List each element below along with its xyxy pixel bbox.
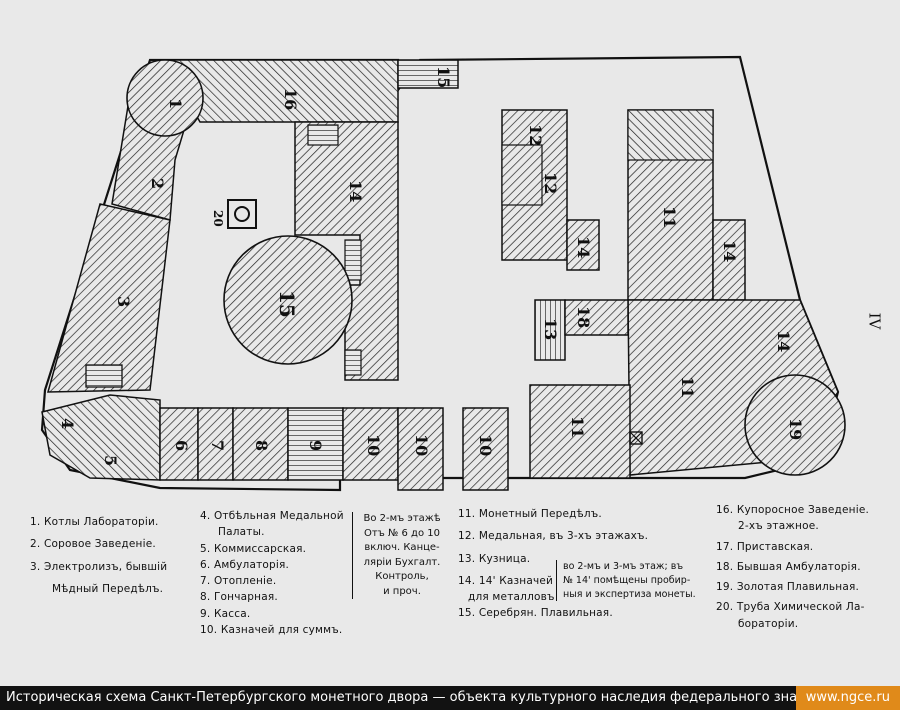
legend-item-5: 5. Коммиссарская.: [200, 542, 307, 555]
legend-item-13: 13. Кузница.: [458, 552, 531, 565]
room-8: [232, 407, 289, 481]
label-3: 3: [114, 296, 133, 307]
label-4: 4: [58, 418, 77, 429]
legend-item-7: 7. Отопленіе.: [200, 575, 277, 588]
brace1-line-6: и проч.: [383, 585, 421, 597]
caption-bar: Историческая схема Санкт-Петербургского …: [0, 686, 900, 710]
legend-item-1: 1. Котлы Лабораторіи.: [30, 516, 159, 528]
room-labels: 1 16 15 2 3 20 14 15 4 5 6 7 8 9 10 10 1…: [58, 66, 805, 466]
room-10b: [397, 407, 444, 491]
room-14-ne: [712, 219, 746, 301]
brace1-line-4: ляріи Бухгалт.: [363, 556, 441, 568]
room-15-north: [397, 59, 459, 89]
label-15: 15: [275, 290, 299, 318]
stair-central-3: [344, 349, 362, 376]
legend-col1: 1. Котлы Лабораторіи. 2. Соровое Заведен…: [30, 514, 167, 597]
brace1-line-3: включ. Канце-: [364, 542, 440, 553]
mint-floor-plan: 1 16 15 2 3 20 14 15 4 5 6 7 8 9 10 10 1…: [40, 55, 846, 492]
legend-item-20-cont: бораторіи.: [738, 617, 799, 630]
legend-item-4-cont: Палаты.: [218, 526, 265, 539]
brace2-line-2: № 14' помѣщены пробир-: [563, 574, 691, 586]
label-13: 13: [541, 318, 560, 340]
legend-col2: 4. Отбѣльная Медальной Палаты. 5. Коммис…: [200, 508, 344, 638]
label-14b: 14: [574, 236, 593, 258]
stair-central: [307, 124, 339, 146]
label-5: 5: [101, 455, 120, 466]
brace2-line-3: ныя и экспертиза монеты.: [563, 588, 696, 600]
room-1: [126, 59, 204, 137]
room-3: [47, 203, 171, 393]
legend-item-6: 6. Амбулаторія.: [200, 558, 290, 571]
legend-item-9: 9. Касса.: [200, 607, 251, 620]
room-10c: [462, 407, 509, 491]
legend-item-14: 14. 14' Казначей: [458, 574, 554, 587]
room-18: [564, 299, 629, 336]
legend-item-17: 17. Приставская.: [716, 540, 814, 553]
label-9: 9: [306, 440, 325, 451]
legend-item-3: 3. Электролизъ, бывшій: [30, 560, 168, 573]
legend-item-16: 16. Купоросное Заведеніе.: [716, 504, 870, 516]
label-1: 1: [166, 98, 185, 109]
hearth-marker-x2: [629, 431, 643, 445]
label-6: 6: [172, 440, 191, 451]
chimney-20-flue: [234, 206, 250, 222]
room-13: [534, 299, 566, 361]
legend-col3: 11. Монетный Передѣлъ. 12. Медальная, въ…: [458, 506, 648, 622]
brace2-line-1: во 2-мъ и 3-мъ этаж; въ: [563, 561, 684, 572]
legend-item-3-cont: Мѣдный Передѣлъ.: [52, 582, 164, 595]
page-number: IV: [865, 312, 884, 330]
room-4-5: [41, 394, 161, 481]
legend-item-12: 12. Медальная, въ 3-хъ этажахъ.: [458, 530, 649, 543]
label-20: 20: [211, 210, 225, 227]
label-14d: 14: [774, 330, 793, 352]
legend-item-2: 2. Соровое Заведеніе.: [30, 538, 156, 551]
label-18: 18: [574, 306, 593, 328]
label-8: 8: [252, 440, 271, 451]
legend-item-20: 20. Труба Химической Ла-: [716, 601, 865, 614]
label-19: 19: [786, 418, 805, 440]
legend-item-16-cont: 2-хъ этажное.: [738, 520, 819, 533]
legend-item-11: 11. Монетный Передѣлъ.: [458, 508, 602, 520]
label-10a: 10: [364, 434, 383, 456]
label-12b: 12: [541, 172, 560, 194]
label-16: 16: [281, 88, 300, 110]
legend-item-8: 8. Гончарная.: [200, 591, 278, 604]
legend-item-4: 4. Отбѣльная Медальной: [200, 510, 344, 522]
legend-item-10: 10. Казначей для суммъ.: [200, 623, 343, 636]
stair-west: [85, 364, 123, 388]
chimney-20: [227, 199, 257, 229]
legend-brace-note-1: Во 2-мъ этажѣ Отъ № 6 до 10 включ. Канце…: [352, 512, 443, 599]
brace1-line-5: Контроль,: [375, 571, 429, 582]
legend-item-14-cont: для металловъ: [468, 591, 555, 604]
room-14-east: [566, 219, 600, 271]
label-10c: 10: [476, 434, 495, 456]
label-11b: 11: [678, 376, 697, 398]
label-12a: 12: [526, 124, 545, 146]
site-link[interactable]: www.ngce.ru: [795, 686, 900, 710]
legend-col4: 16. Купоросное Заведеніе. 2-хъ этажное. …: [716, 502, 869, 632]
room-11-south: [529, 384, 631, 479]
room-19: [744, 374, 846, 476]
brace1-line-1: Во 2-мъ этажѣ: [363, 513, 441, 524]
label-14c: 14: [720, 240, 739, 262]
legend-item-18: 18. Бывшая Амбулаторія.: [716, 560, 861, 573]
legend-item-19: 19. Золотая Плавильная.: [716, 581, 860, 594]
label-10b: 10: [412, 434, 431, 456]
room-12-inner: [501, 144, 543, 206]
room-6: [159, 407, 199, 481]
stair-central-2: [344, 239, 362, 281]
brace1-line-2: Отъ № 6 до 10: [364, 527, 440, 539]
label-14: 14: [346, 180, 365, 202]
room-15: [223, 235, 353, 365]
legend-brace-note-2: во 2-мъ и 3-мъ этаж; въ № 14' помѣщены п…: [556, 560, 696, 602]
label-15-north: 15: [434, 66, 453, 88]
hearth-marker: [629, 431, 643, 445]
legend-item-15: 15. Серебрян. Плавильная.: [458, 607, 613, 620]
label-11c: 11: [568, 416, 587, 438]
label-7: 7: [208, 440, 227, 451]
label-11a: 11: [660, 206, 679, 228]
room-11-north-cap: [627, 109, 714, 161]
caption-text: Историческая схема Санкт-Петербургского …: [6, 690, 838, 705]
label-2: 2: [148, 178, 167, 189]
